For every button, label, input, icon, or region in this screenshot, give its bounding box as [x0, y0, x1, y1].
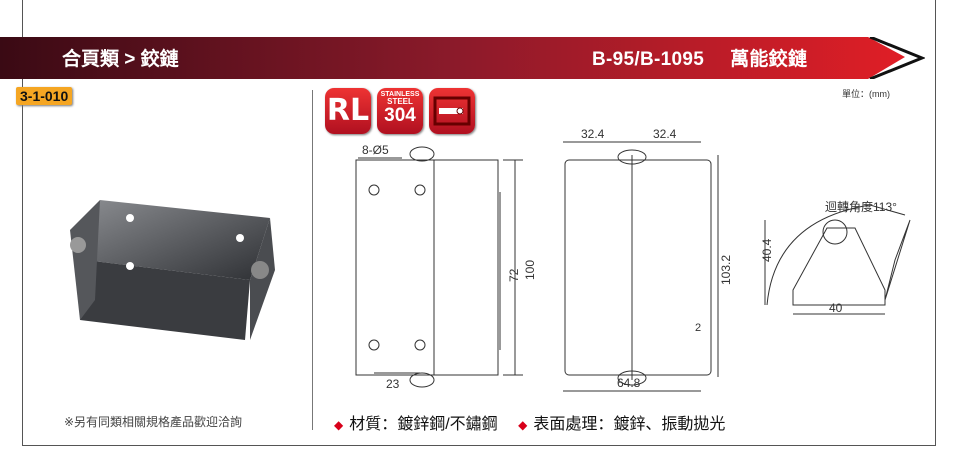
diamond-bullet-icon: ◆ — [518, 418, 528, 432]
product-photo — [70, 200, 275, 340]
side-view-drawing: 32.4 32.4 103.2 2 64.8 — [563, 127, 730, 392]
dim-2: 2 — [695, 322, 701, 334]
dim-32-left: 32.4 — [581, 127, 605, 141]
rotation-angle-drawing: 迴轉角度113° 40.4 40 — [760, 199, 911, 315]
dim-holes: 8-Ø5 — [362, 143, 389, 157]
dim-40: 40 — [829, 301, 843, 315]
dim-32-right: 32.4 — [653, 127, 677, 141]
category-title: 合頁類 > 鉸鏈 — [62, 49, 179, 70]
front-view-drawing: 8-Ø5 100 72 23 — [355, 143, 537, 391]
product-name: 萬能鉸鏈 — [730, 49, 808, 70]
divider — [312, 90, 313, 430]
spec-finish: 表面處理：鍍鋅、振動拋光 — [533, 416, 726, 433]
badge-text: STAINLESS — [380, 91, 420, 98]
diamond-bullet-icon: ◆ — [334, 418, 344, 432]
stainless-steel-badge-icon: STAINLESS STEEL 304 — [377, 88, 423, 134]
dim-64: 64.8 — [617, 376, 641, 390]
spec-material: 材質：鍍鋅鋼/不鏽鋼 — [349, 416, 498, 433]
model-number: B-95/B-1095 — [592, 49, 705, 70]
badge-text: STEEL — [387, 97, 413, 106]
dim-23: 23 — [386, 377, 400, 391]
dim-103: 103.2 — [719, 255, 730, 285]
dim-72: 72 — [507, 268, 521, 282]
product-title: B-95/B-1095 萬能鉸鏈 — [592, 44, 807, 71]
content-frame — [22, 0, 936, 446]
hinge-type-badge-icon — [429, 88, 475, 134]
dim-100: 100 — [523, 260, 537, 280]
badge-text: 304 — [384, 105, 416, 126]
specs: ◆ 材質：鍍鋅鋼/不鏽鋼 ◆ 表面處理：鍍鋅、振動拋光 — [334, 410, 725, 434]
product-code-badge: 3-1-010 — [16, 87, 73, 105]
unit-label: 單位：(mm) — [842, 89, 890, 99]
inquiry-note: ※另有同類相關規格產品歡迎洽詢 — [64, 415, 243, 429]
header-banner — [0, 37, 925, 79]
dim-40-4: 40.4 — [760, 238, 774, 262]
rl-badge-icon: RL — [325, 88, 371, 134]
